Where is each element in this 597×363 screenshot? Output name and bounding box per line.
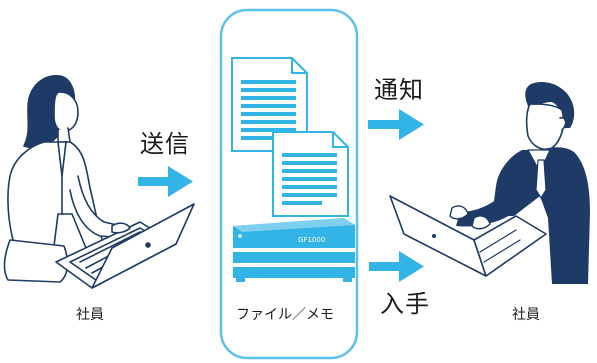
notify-label: 通知 bbox=[374, 76, 424, 104]
obtain-label: 入手 bbox=[380, 290, 430, 318]
document-icon bbox=[231, 57, 308, 152]
center-panel bbox=[219, 8, 359, 360]
employee-left-label: 社員 bbox=[76, 307, 104, 323]
man-with-laptop-icon bbox=[389, 82, 590, 284]
arrow-right-icon bbox=[368, 109, 424, 140]
network-storage-device-icon: GF1000 bbox=[233, 218, 355, 282]
send-label: 送信 bbox=[140, 130, 190, 158]
woman-with-laptop-icon bbox=[3, 75, 195, 289]
arrow-right-icon bbox=[369, 251, 424, 282]
employee-right-label: 社員 bbox=[512, 307, 540, 323]
document-icon bbox=[272, 131, 349, 217]
center-caption: ファイル／メモ bbox=[236, 307, 334, 323]
arrow-right-icon bbox=[138, 166, 193, 197]
device-model-label: GF1000 bbox=[298, 236, 325, 244]
